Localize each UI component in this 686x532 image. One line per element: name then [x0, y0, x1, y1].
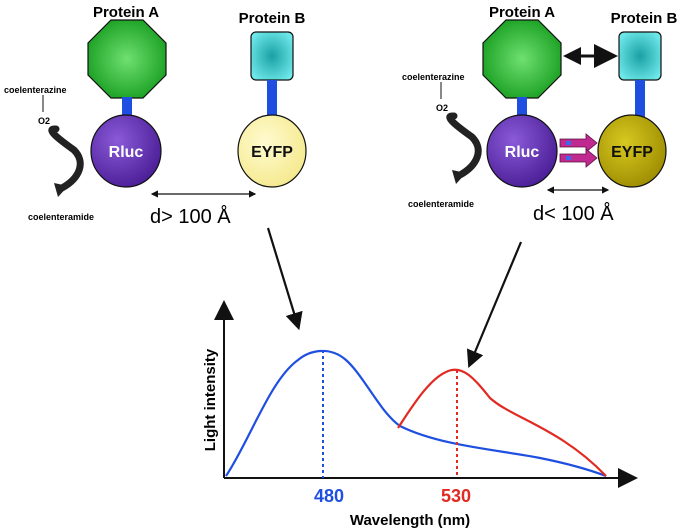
- left-reaction-arrow: [48, 125, 84, 192]
- left-reaction-arrowhead: [54, 183, 68, 197]
- left-substrate-label: coelenterazine: [4, 85, 67, 95]
- right-oxygen-label: O2: [436, 103, 448, 113]
- right-linker-b: [635, 80, 645, 117]
- left-product-label: coelenteramide: [28, 212, 94, 222]
- left-rluc-label: Rluc: [109, 144, 144, 161]
- left-panel: Protein A Protein B Rluc EYFP coelentera…: [4, 4, 307, 331]
- left-eyfp-circle: [237, 114, 307, 188]
- y-axis-label: Light intensity: [202, 348, 219, 451]
- donor-emission-curve: [225, 349, 607, 478]
- right-distance-label: d< 100 Å: [533, 202, 614, 225]
- blue-peak-label: 480: [314, 486, 344, 506]
- right-panel: Protein A Protein B Rluc EYFP coelentera…: [402, 4, 678, 369]
- right-rluc-circle: [486, 114, 558, 188]
- emission-spectrum: Light intensity Wavelength (nm) 480 530: [202, 300, 638, 529]
- right-protein-b-label: Protein B: [611, 10, 678, 27]
- left-eyfp-label: EYFP: [251, 144, 293, 161]
- right-eyfp-circle: [597, 114, 667, 188]
- right-protein-a-octagon: [482, 19, 562, 99]
- right-protein-b-square: [618, 31, 662, 81]
- right-product-label: coelenteramide: [408, 199, 474, 209]
- left-oxygen-label: O2: [38, 116, 50, 126]
- x-axis-label: Wavelength (nm): [350, 512, 470, 529]
- right-reaction-arrow: [446, 112, 482, 179]
- left-protein-b-square: [250, 31, 294, 81]
- left-protein-a-label: Protein A: [93, 4, 159, 21]
- right-eyfp-label: EYFP: [611, 144, 653, 161]
- right-pointer-arrow: [466, 241, 523, 369]
- right-protein-a-label: Protein A: [489, 4, 555, 21]
- left-distance-label: d> 100 Å: [150, 205, 231, 228]
- right-substrate-label: coelenterazine: [402, 72, 465, 82]
- left-linker-b: [267, 80, 277, 117]
- left-rluc-circle: [90, 114, 162, 188]
- left-pointer-arrow: [266, 227, 303, 331]
- right-linker-a: [517, 97, 527, 116]
- left-protein-a-octagon: [87, 19, 167, 99]
- right-rluc-label: Rluc: [505, 144, 540, 161]
- left-linker-a: [122, 97, 132, 116]
- right-reaction-arrowhead: [452, 170, 466, 184]
- energy-transfer-arrows: [559, 133, 598, 168]
- acceptor-emission-curve: [397, 368, 607, 477]
- red-peak-label: 530: [441, 486, 471, 506]
- left-protein-b-label: Protein B: [239, 10, 306, 27]
